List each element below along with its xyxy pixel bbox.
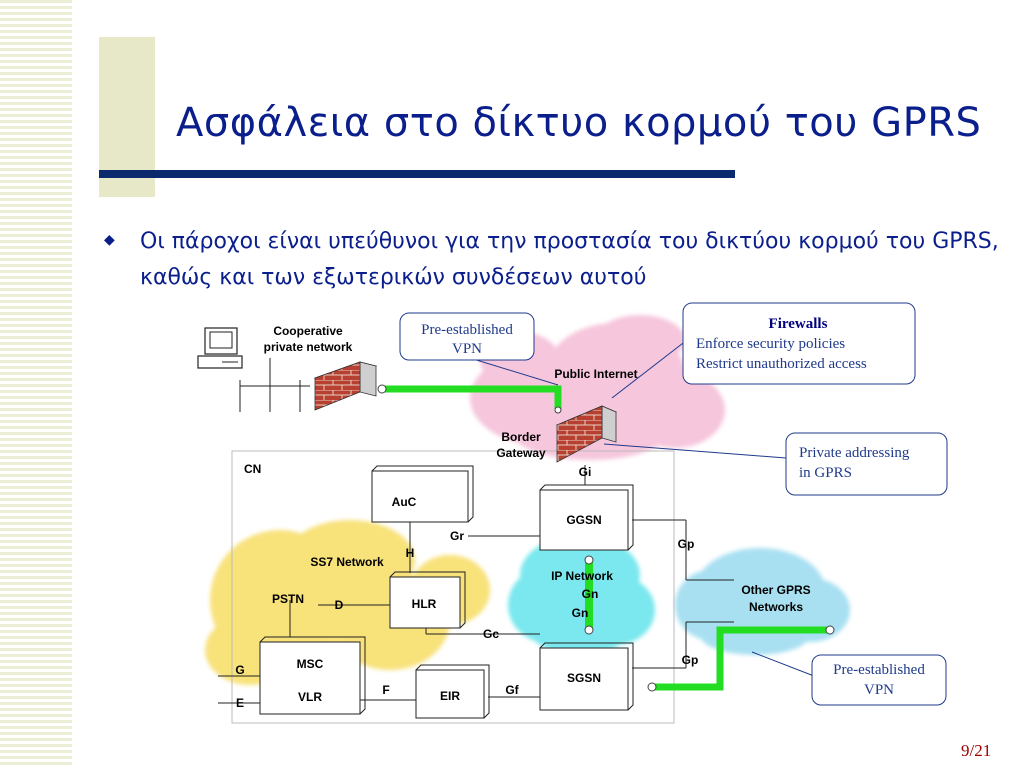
slide-title: Ασφάλεια στο δίκτυο κορμού του GPRS (176, 100, 982, 146)
node-vlr: VLR (298, 690, 322, 704)
interface-gp-1: Gp (678, 537, 695, 551)
node-ggsn: GGSN (566, 513, 601, 527)
node-msc: MSC (297, 657, 324, 671)
interface-h: H (406, 546, 415, 560)
callout-private-addressing-line1: Private addressing (799, 445, 910, 461)
callout-vpn-top-line2: VPN (452, 341, 482, 357)
node-auc: AuC (392, 495, 417, 509)
node-boxes (259, 465, 634, 719)
firewall-private-network (313, 361, 378, 411)
callout-firewalls (682, 302, 916, 385)
callout-private-addressing-line2: in GPRS (799, 465, 852, 481)
interface-gc: Gc (483, 627, 499, 641)
interface-d: D (335, 598, 344, 612)
other-gprs-label: Other GPRS (741, 583, 810, 597)
networks-label: Networks (749, 600, 803, 614)
connection-lines (218, 358, 734, 704)
firewall-border-gateway (555, 405, 618, 463)
callout-private-addressing (785, 432, 948, 496)
bullet-diamond-icon: ◆ (104, 232, 115, 248)
public-internet-label: Public Internet (554, 367, 637, 381)
interface-g: G (235, 663, 244, 677)
callout-vpn-top-line1: Pre-established (421, 322, 513, 338)
pstn-label: PSTN (272, 592, 304, 606)
interface-gi: Gi (579, 465, 592, 479)
interface-gf: Gf (505, 683, 519, 697)
bullet-text: Οι πάροχοι είναι υπεύθυνοι για την προστ… (140, 229, 999, 290)
interface-gr: Gr (450, 529, 464, 543)
node-eir: EIR (440, 689, 460, 703)
title-underline (99, 170, 735, 178)
private-network-label: private network (264, 340, 353, 354)
interface-gp-2: Gp (682, 653, 699, 667)
node-sgsn: SGSN (567, 671, 601, 685)
interface-gn-2: Gn (572, 606, 589, 620)
callout-pointers (469, 339, 815, 677)
interface-f: F (382, 683, 389, 697)
gateway-label: Gateway (496, 446, 546, 460)
vpn-tunnel-top (377, 384, 562, 414)
cn-label: CN (244, 462, 261, 476)
callout-vpn-bottom-line2: VPN (864, 682, 894, 698)
vpn-tunnel-bottom (647, 625, 835, 692)
cn-boundary (231, 450, 675, 724)
cooperative-label: Cooperative (273, 324, 343, 338)
node-hlr: HLR (412, 597, 437, 611)
callout-firewalls-line2: Restrict unauthorized access (696, 356, 867, 372)
computer-icon (197, 327, 243, 369)
decorative-stripes (0, 0, 72, 768)
page-number: 9/21 (961, 741, 992, 760)
border-label: Border (501, 430, 541, 444)
ip-network-label: IP Network (551, 569, 613, 583)
callout-vpn-bottom (811, 654, 947, 706)
other-gprs-cloud (675, 548, 850, 655)
vpn-tunnel-gn (584, 555, 594, 635)
interface-gn-1: Gn (582, 587, 599, 601)
callout-vpn-top (399, 312, 535, 361)
interface-e: E (236, 696, 244, 710)
ss7-network-label: SS7 Network (310, 555, 384, 569)
callout-vpn-bottom-line1: Pre-established (833, 662, 925, 678)
callout-firewalls-heading: Firewalls (769, 316, 828, 332)
callout-firewalls-line1: Enforce security policies (696, 336, 845, 352)
